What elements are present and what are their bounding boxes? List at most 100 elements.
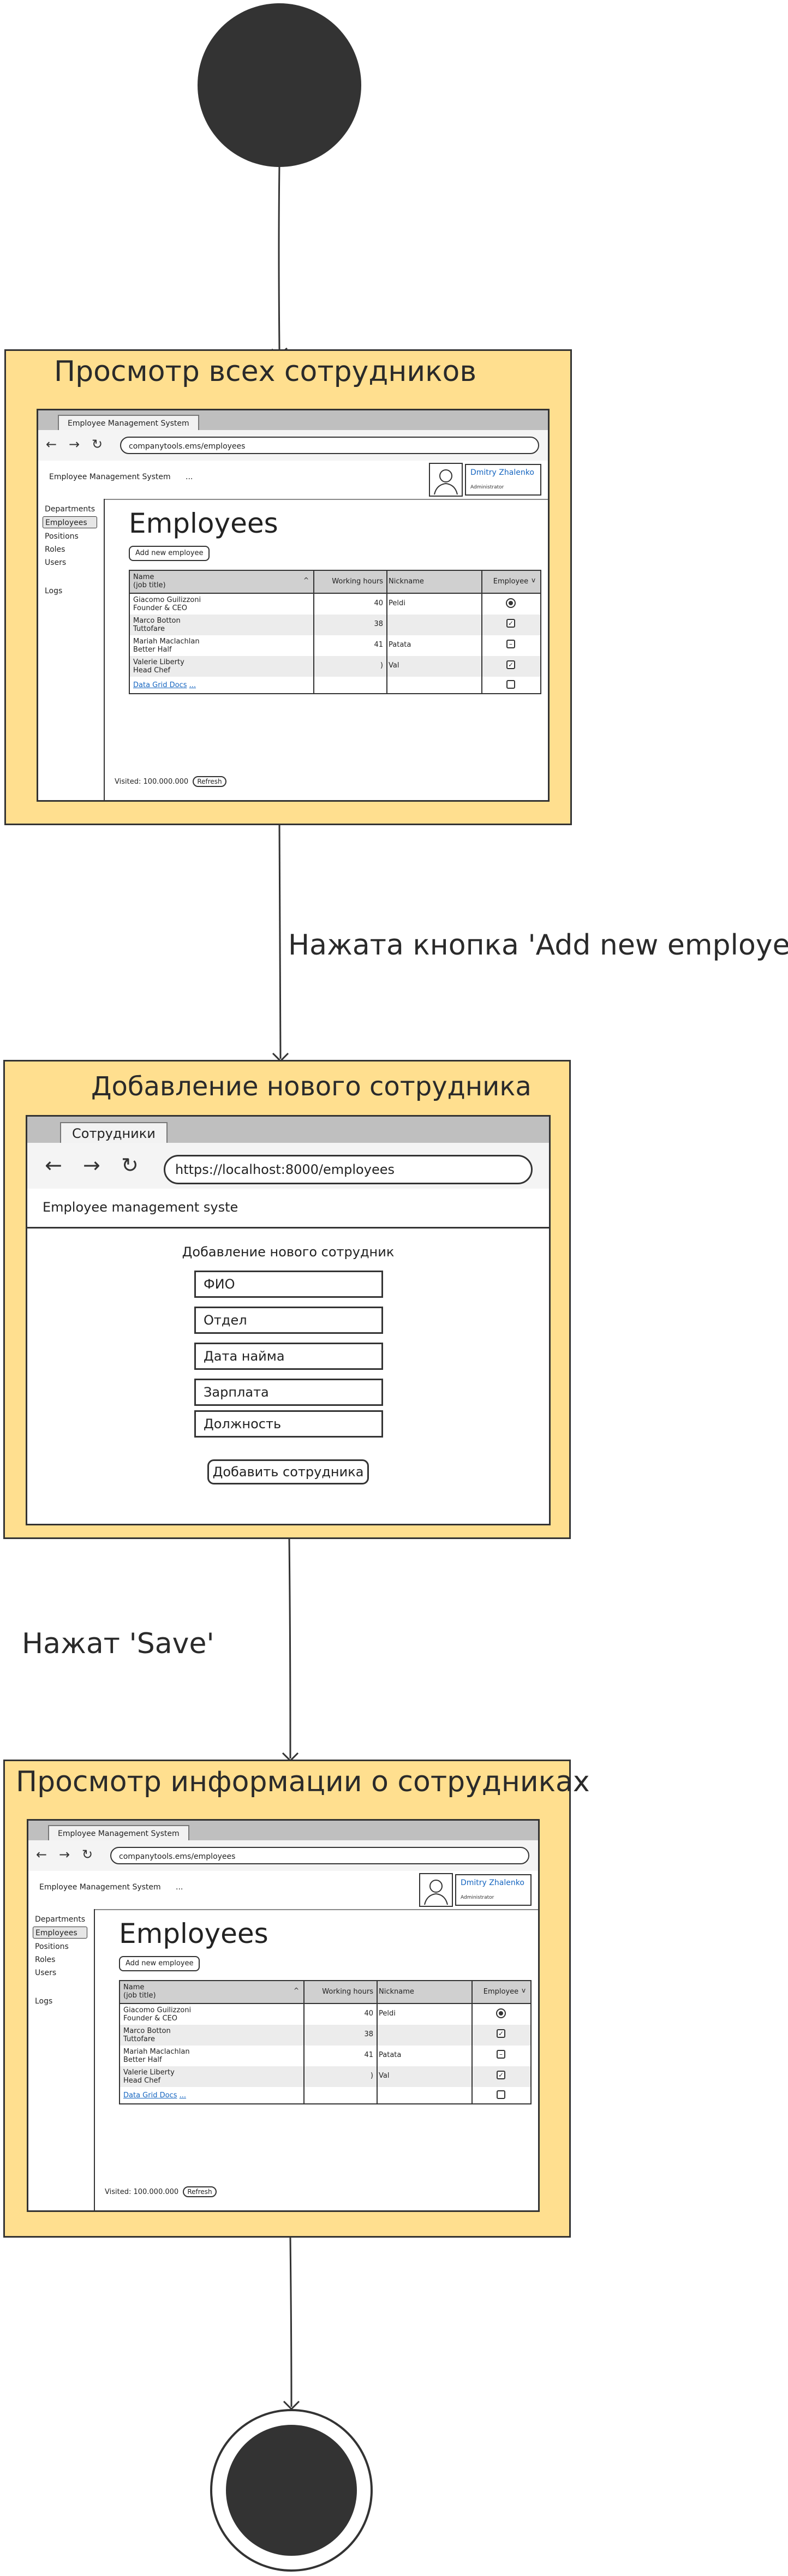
- app-menu-dots[interactable]: ...: [186, 473, 193, 481]
- sidebar-item-logs[interactable]: Logs: [45, 587, 63, 595]
- column-header-employee[interactable]: Employee: [493, 577, 529, 586]
- initial-node: [198, 3, 361, 167]
- browser-tab[interactable]: Сотрудники: [60, 1122, 168, 1144]
- employee-radio[interactable]: [496, 2008, 506, 2018]
- app-menu-dots[interactable]: ...: [176, 1883, 183, 1892]
- reload-icon[interactable]: ↻: [82, 1847, 93, 1862]
- sidebar-item-logs[interactable]: Logs: [35, 1997, 53, 2006]
- user-card[interactable]: Dmitry Zhalenko Administrator: [455, 1874, 532, 1906]
- avatar[interactable]: [429, 463, 463, 497]
- employee-name: Mariah Maclachlan: [123, 2048, 190, 2056]
- sidebar-item-users[interactable]: Users: [45, 558, 67, 567]
- sidebar: Departments Employees Positions Roles Us…: [38, 499, 105, 800]
- column-header-hours[interactable]: Working hours: [322, 1988, 373, 1996]
- forward-arrow-icon[interactable]: →: [59, 1847, 70, 1862]
- employee-checkbox[interactable]: [497, 2090, 505, 2099]
- avatar[interactable]: [419, 1873, 453, 1907]
- hire-date-field[interactable]: Дата найма: [194, 1343, 383, 1370]
- employee-hours: 40: [364, 2009, 373, 2018]
- sidebar-item-positions[interactable]: Positions: [45, 532, 79, 541]
- employee-hours: ): [370, 2072, 373, 2080]
- browser-tab[interactable]: Employee Management System: [48, 1825, 189, 1841]
- table-row-footer: Data Grid Docs ...: [120, 2087, 530, 2103]
- employee-checkbox[interactable]: –: [497, 2050, 505, 2059]
- sidebar-item-departments[interactable]: Departments: [35, 1915, 86, 1924]
- employee-checkbox[interactable]: –: [506, 640, 515, 648]
- column-header-name[interactable]: Name (job title): [123, 1983, 156, 2000]
- state-title: Просмотр всех сотрудников: [54, 355, 477, 388]
- forward-arrow-icon[interactable]: →: [69, 437, 80, 452]
- department-field[interactable]: Отдел: [194, 1307, 383, 1334]
- refresh-button[interactable]: Refresh: [183, 2186, 217, 2197]
- browser-nav-bar: ← → ↻ companytools.ems/employees: [38, 430, 548, 462]
- column-header-hours[interactable]: Working hours: [332, 577, 383, 586]
- employee-title: Tuttofare: [123, 2035, 155, 2043]
- page-title: Employees: [119, 1918, 268, 1949]
- employee-checkbox[interactable]: ✓: [497, 2071, 505, 2079]
- add-new-employee-button[interactable]: Add new employee: [119, 1956, 200, 1971]
- sort-ascending-icon[interactable]: ^: [294, 1987, 300, 1994]
- user-card[interactable]: Dmitry Zhalenko Administrator: [465, 464, 541, 496]
- employee-checkbox[interactable]: ✓: [506, 660, 515, 669]
- sidebar-item-positions[interactable]: Positions: [35, 1942, 69, 1951]
- data-grid-docs-link[interactable]: Data Grid Docs: [123, 2091, 177, 2100]
- chevron-down-icon[interactable]: v: [532, 576, 536, 584]
- transition-label-save: Нажат 'Save': [22, 1627, 214, 1660]
- app-bar: Employee Management System ... Dmitry Zh…: [28, 1871, 538, 1910]
- employee-checkbox[interactable]: ✓: [506, 619, 515, 628]
- sort-ascending-icon[interactable]: ^: [303, 576, 309, 584]
- sidebar-item-employees[interactable]: Employees: [33, 1927, 87, 1939]
- chevron-down-icon[interactable]: v: [522, 1987, 526, 1994]
- user-name[interactable]: Dmitry Zhalenko: [461, 1879, 524, 1887]
- sidebar-item-roles[interactable]: Roles: [45, 545, 65, 554]
- column-header-nickname[interactable]: Nickname: [389, 577, 424, 586]
- reload-icon[interactable]: ↻: [92, 437, 103, 452]
- back-arrow-icon[interactable]: ←: [36, 1847, 47, 1862]
- employee-name: Marco Botton: [133, 617, 181, 625]
- sidebar-item-users[interactable]: Users: [35, 1969, 57, 1977]
- salary-field[interactable]: Зарплата: [194, 1379, 383, 1406]
- employees-window: Employee Management System ← → ↻ company…: [37, 409, 550, 802]
- footer-text: Visited: 100.000.000: [105, 2188, 179, 2196]
- employee-hours: 38: [374, 620, 383, 628]
- employee-checkbox[interactable]: ✓: [497, 2029, 505, 2038]
- back-arrow-icon[interactable]: ←: [46, 437, 57, 452]
- url-field[interactable]: https://localhost:8000/employees: [164, 1155, 533, 1184]
- employee-hours: 40: [374, 599, 383, 607]
- data-grid-docs-link[interactable]: Data Grid Docs: [133, 681, 187, 689]
- sidebar-item-roles[interactable]: Roles: [35, 1955, 56, 1964]
- user-name[interactable]: Dmitry Zhalenko: [470, 468, 534, 477]
- user-role: Administrator: [461, 1895, 494, 1900]
- refresh-button[interactable]: Refresh: [193, 776, 226, 787]
- url-field[interactable]: companytools.ems/employees: [120, 437, 539, 454]
- employee-radio[interactable]: [506, 598, 516, 608]
- employee-checkbox[interactable]: [506, 680, 515, 689]
- footer-text: Visited: 100.000.000: [115, 778, 189, 786]
- sidebar-item-employees[interactable]: Employees: [43, 516, 97, 528]
- back-arrow-icon[interactable]: ←: [45, 1153, 62, 1177]
- column-header-employee[interactable]: Employee: [483, 1988, 519, 1996]
- employees-window: Employee Management System ← → ↻ company…: [27, 1819, 540, 2212]
- column-header-name[interactable]: Name (job title): [133, 573, 166, 589]
- position-field[interactable]: Должность: [194, 1410, 383, 1438]
- add-employee-button[interactable]: Добавить сотрудника: [207, 1459, 369, 1484]
- sidebar-item-departments[interactable]: Departments: [45, 505, 95, 514]
- forward-arrow-icon[interactable]: →: [83, 1153, 100, 1177]
- tab-bar: Employee Management System: [38, 410, 548, 431]
- employee-name: Valerie Liberty: [133, 658, 184, 666]
- browser-tab[interactable]: Employee Management System: [58, 415, 199, 431]
- column-header-nickname[interactable]: Nickname: [379, 1988, 414, 1996]
- url-field[interactable]: companytools.ems/employees: [110, 1847, 529, 1864]
- add-new-employee-button[interactable]: Add new employee: [129, 546, 210, 561]
- reload-icon[interactable]: ↻: [121, 1153, 139, 1177]
- full-name-field[interactable]: ФИО: [194, 1271, 383, 1298]
- form-title: Добавление нового сотрудник: [182, 1244, 395, 1260]
